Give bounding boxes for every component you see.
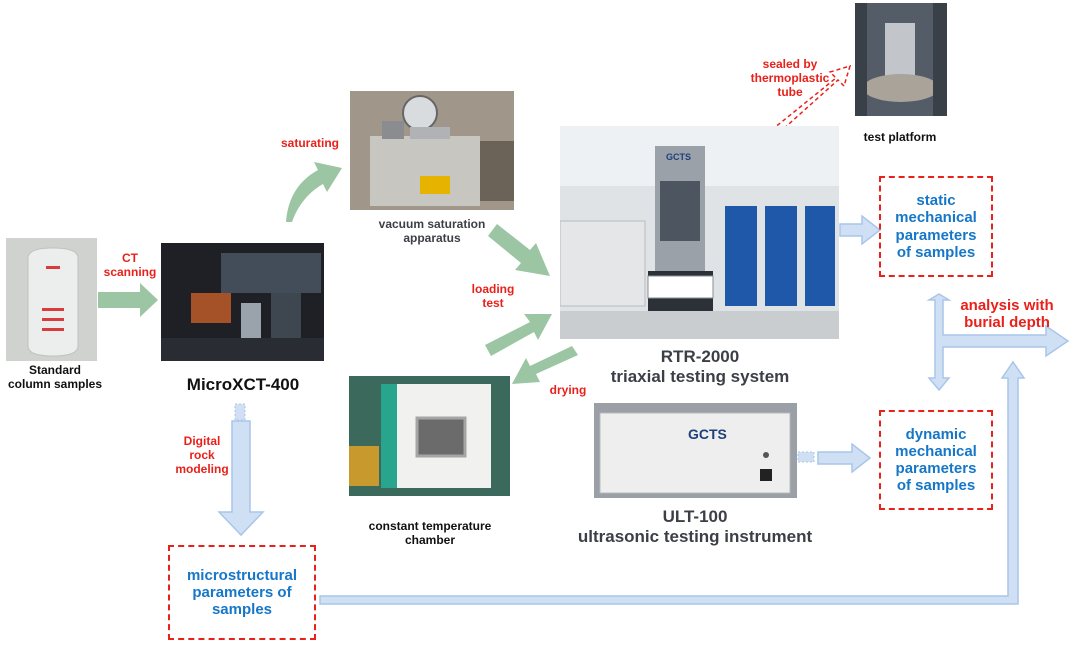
static-params-label: static mechanical parameters of samples <box>895 192 977 261</box>
sealed-label: sealed by thermoplastic tube <box>750 57 830 99</box>
micro-params-box: microstructural parameters of samples <box>168 545 316 640</box>
loading-arrow <box>485 314 552 356</box>
ult-connector <box>797 451 815 463</box>
test-platform-label: test platform <box>863 130 937 144</box>
dynamic-arrow <box>817 442 872 474</box>
test-platform-photo <box>855 3 947 116</box>
dynamic-params-label: dynamic mechanical parameters of samples <box>895 425 977 495</box>
gcts-logo: GCTS <box>688 426 727 442</box>
ult-100-photo: GCTS <box>594 403 797 498</box>
saturating-label: saturating <box>280 136 339 150</box>
loading-test-label: loading test <box>471 282 515 310</box>
rtr-label: RTR-2000 triaxial testing system <box>610 347 790 386</box>
ult-label: ULT-100 ultrasonic testing instrument <box>577 507 813 546</box>
drying-arrow <box>512 346 578 384</box>
static-arrow <box>839 214 882 246</box>
micro-connector <box>234 403 246 421</box>
constant-temp-chamber-photo <box>349 376 510 496</box>
ct-scanning-arrow <box>98 283 158 317</box>
ct-scanning-label: CT scanning <box>103 251 157 279</box>
sealed-callout-arrow <box>689 64 852 201</box>
chamber-label: constant temperature chamber <box>368 519 492 547</box>
standard-sample-photo <box>6 238 97 361</box>
vacuum-to-rtr-arrow <box>488 224 550 276</box>
micro-params-label: microstructural parameters of samples <box>186 566 298 619</box>
vacuum-apparatus-photo <box>350 91 514 210</box>
rtr-2000-photo: GCTS <box>560 126 839 339</box>
digital-modeling-arrow <box>217 420 265 537</box>
microxct-label: MicroXCT-400 <box>186 375 300 394</box>
svg-text:GCTS: GCTS <box>666 152 691 162</box>
drying-label: drying <box>549 383 587 397</box>
vacuum-label: vacuum saturation apparatus <box>378 217 486 245</box>
microxct-photo <box>161 243 324 361</box>
saturating-arrow <box>286 162 342 222</box>
static-params-box: static mechanical parameters of samples <box>879 176 993 277</box>
dynamic-params-box: dynamic mechanical parameters of samples <box>879 410 993 510</box>
analysis-arrows <box>926 293 1070 392</box>
standard-samples-label: Standard column samples <box>7 363 103 391</box>
analysis-label: analysis with burial depth <box>960 297 1054 332</box>
digital-modeling-label: Digital rock modeling <box>175 434 229 476</box>
micro-to-analysis-arrow <box>319 360 1026 605</box>
